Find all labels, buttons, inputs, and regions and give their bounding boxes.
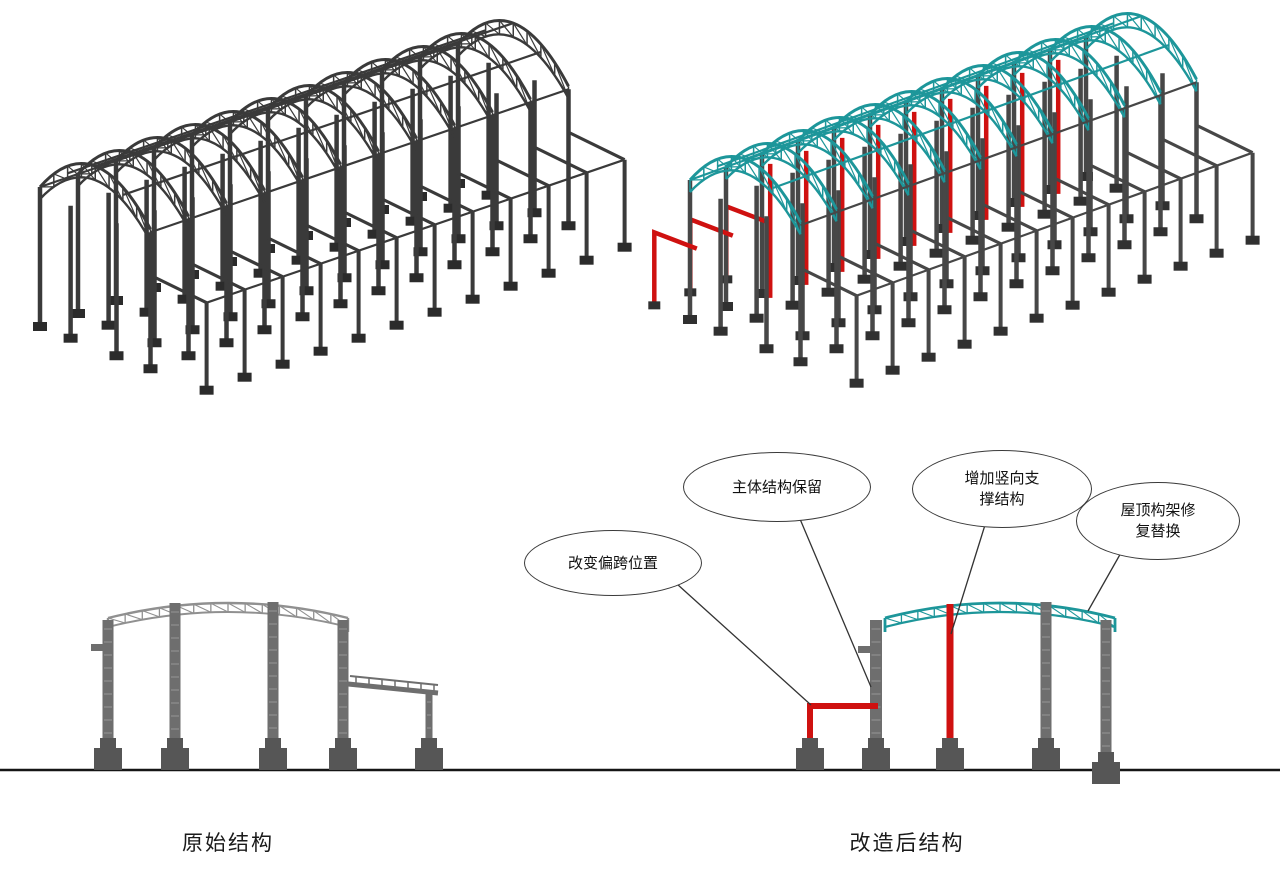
caption-original-structure: 原始结构 [182, 832, 274, 855]
callout-add-vertical-support: 增加竖向支 撑结构 [912, 450, 1092, 528]
callout-roof-frame-repair-label: 屋顶构架修 复替换 [1120, 502, 1196, 540]
elevation-renovated-structure [796, 601, 1120, 784]
isometric-original-structure [33, 19, 632, 395]
callout-roof-frame-repair: 屋顶构架修 复替换 [1076, 482, 1240, 560]
callout-change-offset-span: 改变偏跨位置 [524, 530, 702, 596]
callout-main-structure-retained-label: 主体结构保留 [731, 478, 822, 496]
elevation-original-structure [91, 601, 443, 770]
callout-main-structure-retained: 主体结构保留 [683, 452, 871, 522]
callout-add-vertical-support-label: 增加竖向支 撑结构 [964, 470, 1040, 508]
callout-leader-lines [676, 518, 1123, 706]
isometric-renovated-structure [648, 12, 1260, 388]
caption-renovated-structure: 改造后结构 [849, 832, 965, 855]
callout-change-offset-span-label: 改变偏跨位置 [567, 554, 658, 572]
